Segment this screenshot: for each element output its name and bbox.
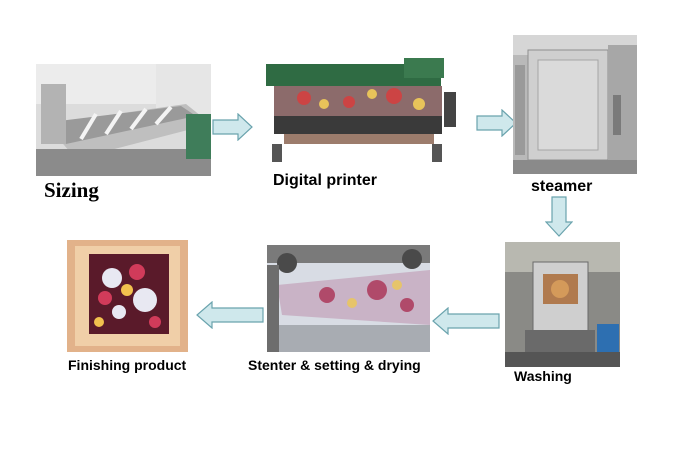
- steamer-photo: [513, 35, 637, 174]
- stenter-machine-photo: [267, 245, 430, 352]
- arrow-stenter-to-finishing: [196, 301, 264, 329]
- finishing-product-label: Finishing product: [68, 357, 187, 373]
- washing-label: Washing: [514, 368, 572, 384]
- steamer-label: steamer: [531, 178, 593, 195]
- washing-machine-photo: [505, 242, 620, 367]
- arrow-steamer-to-washing: [545, 196, 573, 238]
- digital-printer-label: Digital printer: [273, 172, 378, 189]
- stenter-label: Stenter & setting & drying: [248, 357, 421, 373]
- arrow-sizing-to-printer: [212, 113, 254, 141]
- arrow-printer-to-steamer: [476, 109, 518, 137]
- digital-printer-photo: [254, 52, 459, 166]
- sizing-machine-photo: [36, 64, 211, 176]
- finishing-product-photo: [67, 240, 188, 352]
- arrow-washing-to-stenter: [432, 307, 500, 335]
- sizing-label: Sizing: [44, 178, 99, 202]
